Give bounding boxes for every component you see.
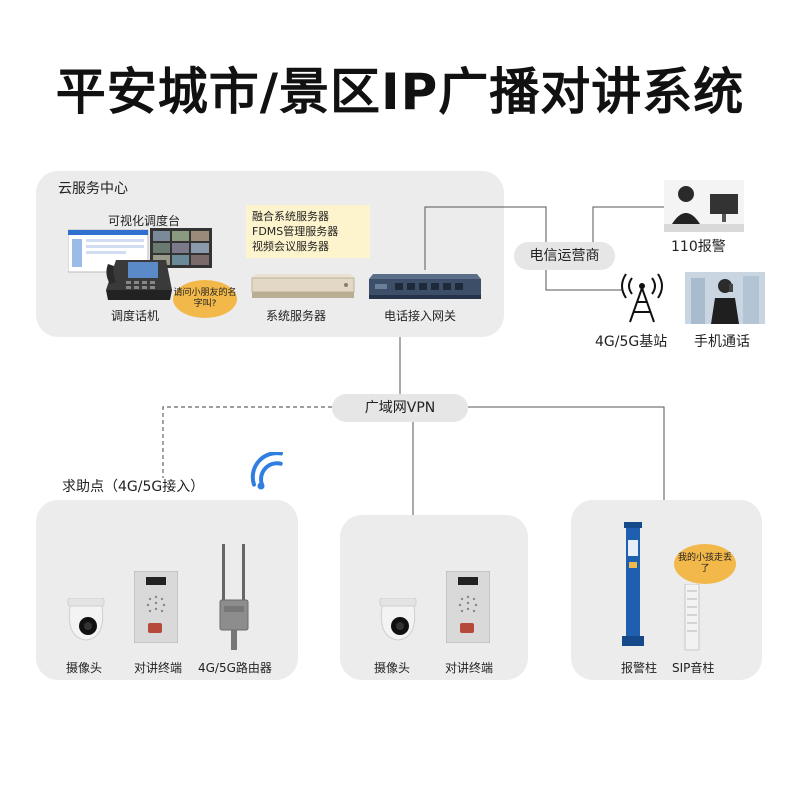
wan-node: 广域网VPN: [332, 394, 468, 422]
intercom-image-middle: [446, 571, 490, 643]
help-panel-middle: [340, 515, 528, 680]
help-panel-right: [571, 500, 762, 680]
sip-column-image: [684, 584, 700, 651]
wan-to-right-line: [468, 406, 665, 500]
router-label: 4G/5G路由器: [198, 661, 272, 675]
police-110-label: 110报警: [671, 239, 726, 255]
police-to-carrier-line: [592, 206, 664, 245]
system-server-image: [251, 274, 355, 298]
server-list-note: 融合系统服务器 FDMS管理服务器 视频会议服务器: [246, 205, 370, 258]
router-image: [219, 544, 249, 650]
dispatch-phone-label: 调度话机: [111, 309, 160, 323]
server-note-line3: 视频会议服务器: [252, 240, 329, 253]
intercom-label-left: 对讲终端: [134, 661, 183, 675]
dispatch-phone-image: [106, 260, 172, 300]
camera-label-middle: 摄像头: [374, 661, 411, 675]
phone-speech-bubble: 请问小朋友的名字叫?: [173, 280, 237, 318]
gateway-label: 电话接入网关: [384, 309, 457, 323]
base-station-icon: [621, 273, 663, 323]
base-station-label: 4G/5G基站: [595, 334, 668, 350]
cloud-heading: 云服务中心: [58, 181, 128, 197]
intercom-image-left: [134, 571, 178, 643]
mobile-call-label: 手机通话: [694, 334, 750, 350]
carrier-to-basestation-line: [545, 268, 622, 291]
mobile-call-image: [685, 272, 765, 324]
gateway-image: [369, 274, 481, 299]
gateway-to-carrier-line: [424, 206, 547, 270]
system-server-label: 系统服务器: [266, 309, 327, 323]
server-note-line1: 融合系统服务器: [252, 210, 329, 223]
help-point-label: 求助点（4G/5G接入）: [62, 479, 205, 495]
wan-to-helppoint-dashed-line: [162, 406, 332, 478]
camera-image-middle: [379, 598, 417, 641]
camera-image-left: [67, 598, 105, 641]
sip-column-label: SIP音柱: [672, 661, 715, 675]
server-note-line2: FDMS管理服务器: [252, 225, 339, 238]
intercom-label-middle: 对讲终端: [445, 661, 494, 675]
carrier-node: 电信运营商: [514, 242, 615, 270]
wifi-icon: [250, 452, 283, 490]
lost-child-speech-bubble: 我的小孩走丢了: [674, 544, 736, 584]
page-title: 平安城市/景区IP广播对讲系统: [55, 63, 745, 121]
alarm-column-label: 报警柱: [621, 661, 658, 675]
dispatch-console-label: 可视化调度台: [108, 214, 181, 228]
police-110-image: [664, 180, 744, 232]
camera-label-left: 摄像头: [66, 661, 103, 675]
alarm-column-image: [622, 522, 644, 646]
